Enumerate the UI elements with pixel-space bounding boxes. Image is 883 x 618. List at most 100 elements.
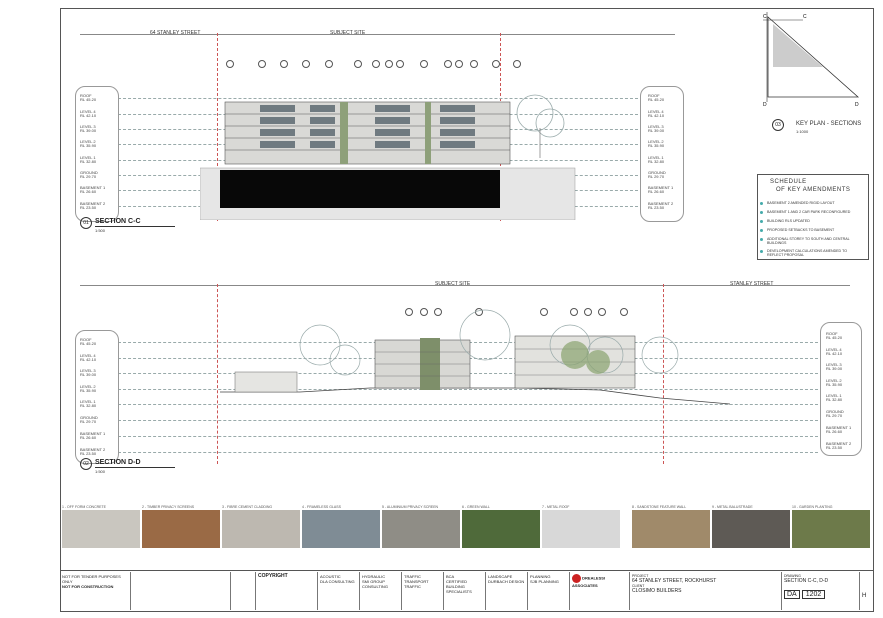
section-number-badge: 02 — [80, 458, 92, 470]
section-cc-title: SECTION C-C — [95, 218, 141, 225]
consultant-role: HYDRAULIC — [362, 574, 386, 579]
grid-bubble — [570, 308, 578, 316]
amendments-title-line2: OF KEY AMENDMENTS — [776, 187, 851, 193]
section-cc-scale: 1:500 — [95, 228, 106, 233]
section-cc-building — [200, 94, 576, 220]
amendment-marker — [760, 202, 763, 205]
consultant-cell: LANDSCAPE DURBACH DESIGN — [485, 572, 527, 610]
amendments-schedule — [757, 174, 869, 260]
project-heading: PROJECT — [632, 574, 649, 578]
grid-bubble — [598, 308, 606, 316]
architect-logo-icon — [572, 574, 581, 583]
drawing-sheet — [60, 8, 874, 612]
grid-bubble — [372, 60, 380, 68]
consultant-cell: PLANNING SJB PLANNING — [527, 572, 569, 610]
grid-bubble — [405, 308, 413, 316]
grid-bubble — [620, 308, 628, 316]
material-swatch — [632, 510, 710, 548]
consultant-name: DLA CONSULTING — [320, 579, 355, 584]
material-swatch — [62, 510, 140, 548]
title-underline — [95, 226, 175, 227]
consultant-role: ACOUSTIC — [320, 574, 341, 579]
consultant-cell: BCA CERTIFIED BUILDING SPECIALISTS — [443, 572, 485, 610]
amendment-marker — [760, 211, 763, 214]
key-plan-title: KEY PLAN - SECTIONS — [796, 121, 862, 127]
grid-bubble — [420, 60, 428, 68]
consultant-name: CERTIFIED BUILDING SPECIALISTS — [446, 579, 472, 594]
amendment-marker — [760, 250, 763, 253]
grid-bubble — [470, 60, 478, 68]
material-swatch — [462, 510, 540, 548]
revision-list — [230, 572, 255, 610]
copyright-cell: COPYRIGHT — [255, 572, 317, 610]
drawing-cell: DRAWING SECTION C-C, D-D DA 1202 — [781, 572, 859, 610]
material-swatch — [792, 510, 870, 548]
revision-table — [130, 572, 230, 610]
drawing-title: SECTION C-C, D-D — [784, 578, 829, 584]
section-dd-scale: 1:500 — [95, 469, 106, 474]
material-label: 4 - FRAMELESS GLASS — [302, 505, 341, 509]
grid-bubble — [258, 60, 266, 68]
consultant-name: SMI GROUP CONSULTING — [362, 579, 388, 589]
grid-bubble — [540, 308, 548, 316]
material-label: 2 - TIMBER PRIVACY SCREENS — [142, 505, 195, 509]
svg-text:C: C — [763, 14, 767, 20]
level-panel-right — [640, 86, 684, 222]
grid-bubble — [444, 60, 452, 68]
copyright-heading: COPYRIGHT — [258, 573, 288, 579]
amendment-item: BASEMENT 2 AMENDED RIGID LAYOUT — [767, 201, 835, 205]
section-dd-top-line — [80, 285, 850, 286]
amendment-item: BASEMENT 1 AND 2 CAR PARK RECONFIGURED — [767, 210, 851, 214]
material-label: 9 - METAL BALUSTRADE — [712, 505, 753, 509]
consultant-name: SJB PLANNING — [530, 579, 559, 584]
title-block-top-border — [60, 570, 874, 571]
consultant-cell: ACOUSTIC DLA CONSULTING — [317, 572, 359, 610]
status-cell: NOT FOR TENDER PURPOSES ONLY NOT FOR CON… — [60, 572, 130, 610]
level-line — [118, 404, 818, 405]
amendment-marker — [760, 229, 763, 232]
svg-text:D: D — [855, 102, 859, 107]
level-line — [118, 452, 818, 453]
consultant-role: TRAFFIC — [404, 574, 421, 579]
boundary-line — [217, 284, 218, 464]
svg-text:D: D — [763, 102, 767, 107]
status-line1: NOT FOR TENDER PURPOSES ONLY — [62, 574, 121, 584]
section-dd-building — [220, 309, 731, 405]
key-plan-scale: 1:1000 — [796, 129, 809, 134]
grid-bubble — [226, 60, 234, 68]
material-label: 1 - OFF FORM CONCRETE — [62, 505, 106, 509]
material-label: 10 - GARDEN PLANTING — [792, 505, 833, 509]
level-line — [118, 389, 818, 390]
material-swatch — [542, 510, 620, 548]
material-swatch — [222, 510, 300, 548]
amendment-item: PROPOSED SETBACKS TO BASEMENT — [767, 228, 835, 232]
grid-bubble — [420, 308, 428, 316]
grid-bubble — [584, 308, 592, 316]
key-plan-drawing: C C D D — [763, 12, 860, 107]
consultant-cell: TRAFFIC TRANSPORT TRAFFIC — [401, 572, 443, 610]
revision-letter: H — [862, 593, 867, 599]
grid-bubble — [396, 60, 404, 68]
client-heading: CLIENT — [632, 584, 645, 588]
material-label: 8 - SANDSTONE FEATURE WALL — [632, 505, 687, 509]
boundary-line — [663, 284, 664, 464]
